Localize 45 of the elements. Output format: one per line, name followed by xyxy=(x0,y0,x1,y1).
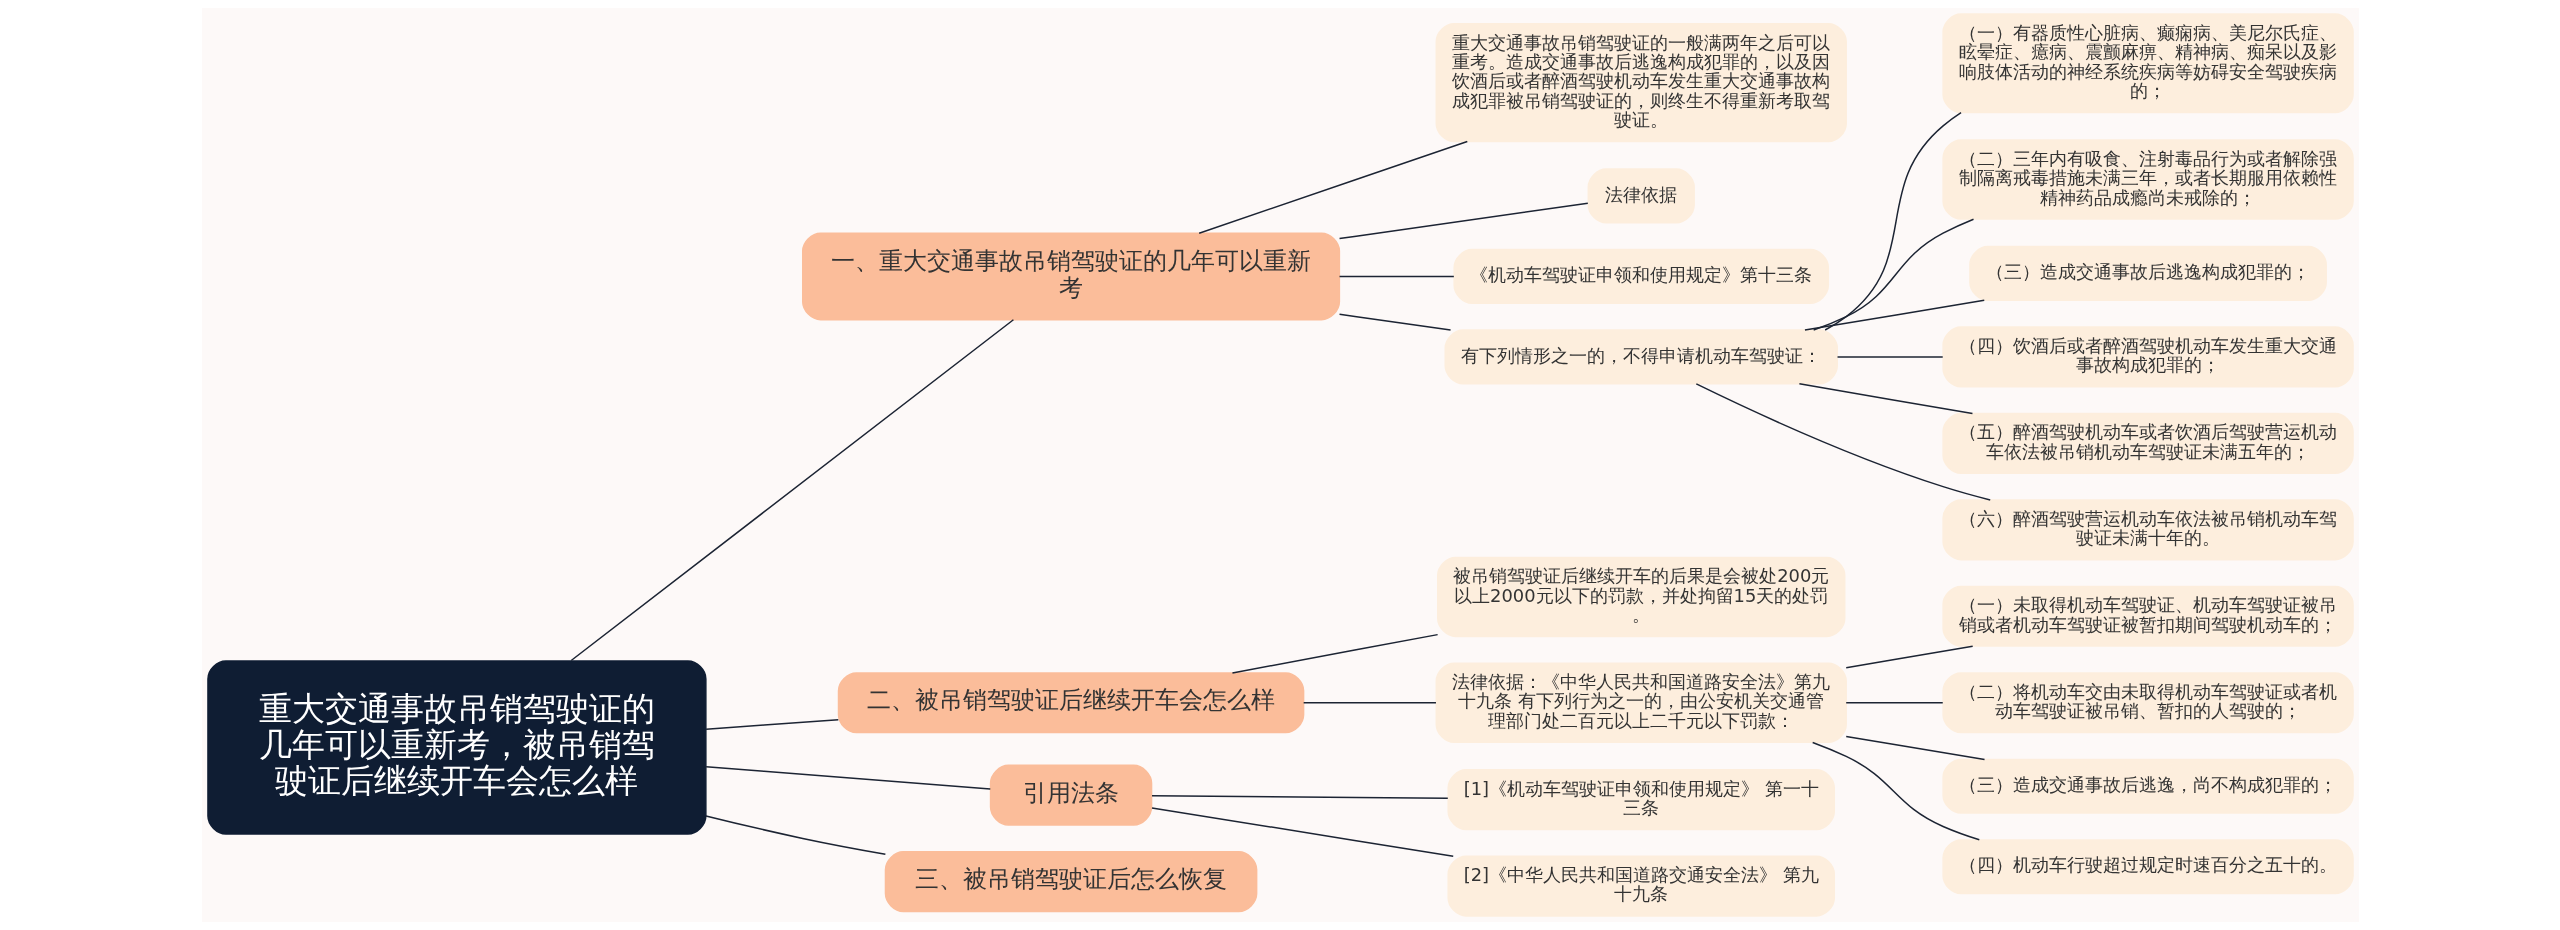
node-box: [1]《机动车驾驶证申领和使用规定》 第一十三条 xyxy=(1446,769,1835,831)
node-box: 三、被吊销驾驶证后怎么恢复 xyxy=(884,851,1257,913)
connector xyxy=(1836,356,1943,358)
connector xyxy=(1844,735,1985,761)
node-box: 重大交通事故吊销驾驶证的几年可以重新考，被吊销驾驶证后继续开车会怎么样 xyxy=(206,660,707,835)
node-box: 被吊销驾驶证后继续开车的后果是会被处200元以上2000元以下的罚款，并处拘留15天的处罚。 xyxy=(1436,556,1845,638)
connector xyxy=(1844,645,1973,669)
node-box: 法律依据：《中华人民共和国道路安全法》第九十九条 有下列行为之一的，由公安机关交通管理部门处二百元以上二千元以下罚款： xyxy=(1435,662,1847,743)
node-box: 法律依据 xyxy=(1587,168,1695,224)
connector xyxy=(1803,299,1985,331)
connector xyxy=(1302,702,1437,704)
node-box: （一）有器质性心脏病、癫痫病、美尼尔氏症、眩晕症、癔病、震颤麻痹、精神病、痴呆以及影响肢体活动的神经系统疾病等妨碍安全驾驶疾病的； xyxy=(1941,13,2354,114)
connector xyxy=(569,318,1014,662)
node-box: 一、重大交通事故吊销驾驶证的几年可以重新考 xyxy=(801,232,1340,321)
node-box: （四）机动车行驶超过规定时速百分之五十的。 xyxy=(1941,839,2354,895)
connector xyxy=(1695,383,1991,501)
connector xyxy=(1823,111,1962,331)
node-box: （四）饮酒后或者醉酒驾驶机动车发生重大交通事故构成犯罪的； xyxy=(1941,326,2354,388)
connector xyxy=(1231,633,1438,674)
node-box: 《机动车驾驶证申领和使用规定》第十三条 xyxy=(1452,248,1829,304)
connector xyxy=(1150,807,1454,857)
node-box: [2]《中华人民共和国道路交通安全法》 第九十九条 xyxy=(1446,855,1835,917)
connector xyxy=(704,815,886,855)
connector xyxy=(1811,741,1980,841)
node-box: 引用法条 xyxy=(989,764,1152,826)
connector xyxy=(704,718,839,731)
node-box: 有下列情形之一的，不得申请机动车驾驶证： xyxy=(1443,329,1838,385)
node-box: （一）未取得机动车驾驶证、机动车驾驶证被吊销或者机动车驾驶证被暂扣期间驾驶机动车的； xyxy=(1941,585,2354,647)
node-box: （二）三年内有吸食、注射毒品行为或者解除强制隔离戒毒措施未满三年，或者长期服用依赖性精神药品成瘾尚未戒除的； xyxy=(1941,139,2354,220)
node-box: （五）醉酒驾驶机动车或者饮酒后驾驶营运机动车依法被吊销机动车驾驶证未满五年的； xyxy=(1941,412,2354,474)
connector xyxy=(704,766,991,790)
node-box: （六）醉酒驾驶营运机动车依法被吊销机动车驾驶证未满十年的。 xyxy=(1941,499,2354,561)
connector xyxy=(1844,702,1943,704)
connector xyxy=(1338,275,1455,278)
node-box: 重大交通事故吊销驾驶证的一般满两年之后可以重考。造成交通事故后逃逸构成犯罪的，以及因饮酒后或者醉酒驾驶机动车发生重大交通事故构成犯罪被吊销驾驶证的，则终生不得重新考取驾驶证。 xyxy=(1435,23,1847,143)
connector xyxy=(1338,313,1451,331)
connector xyxy=(1150,795,1449,799)
node-box: （三）造成交通事故后逃逸构成犯罪的； xyxy=(1968,245,2327,302)
connector xyxy=(1798,383,1973,415)
node-box: 二、被吊销驾驶证后继续开车会怎么样 xyxy=(837,672,1304,734)
node-box: （二）将机动车交由未取得机动车驾驶证或者机动车驾驶证被吊销、暂扣的人驾驶的； xyxy=(1941,672,2354,734)
connector xyxy=(1812,218,1974,331)
connector xyxy=(1197,140,1468,234)
connector xyxy=(1338,202,1589,240)
node-box: （三）造成交通事故后逃逸，尚不构成犯罪的； xyxy=(1941,758,2354,814)
